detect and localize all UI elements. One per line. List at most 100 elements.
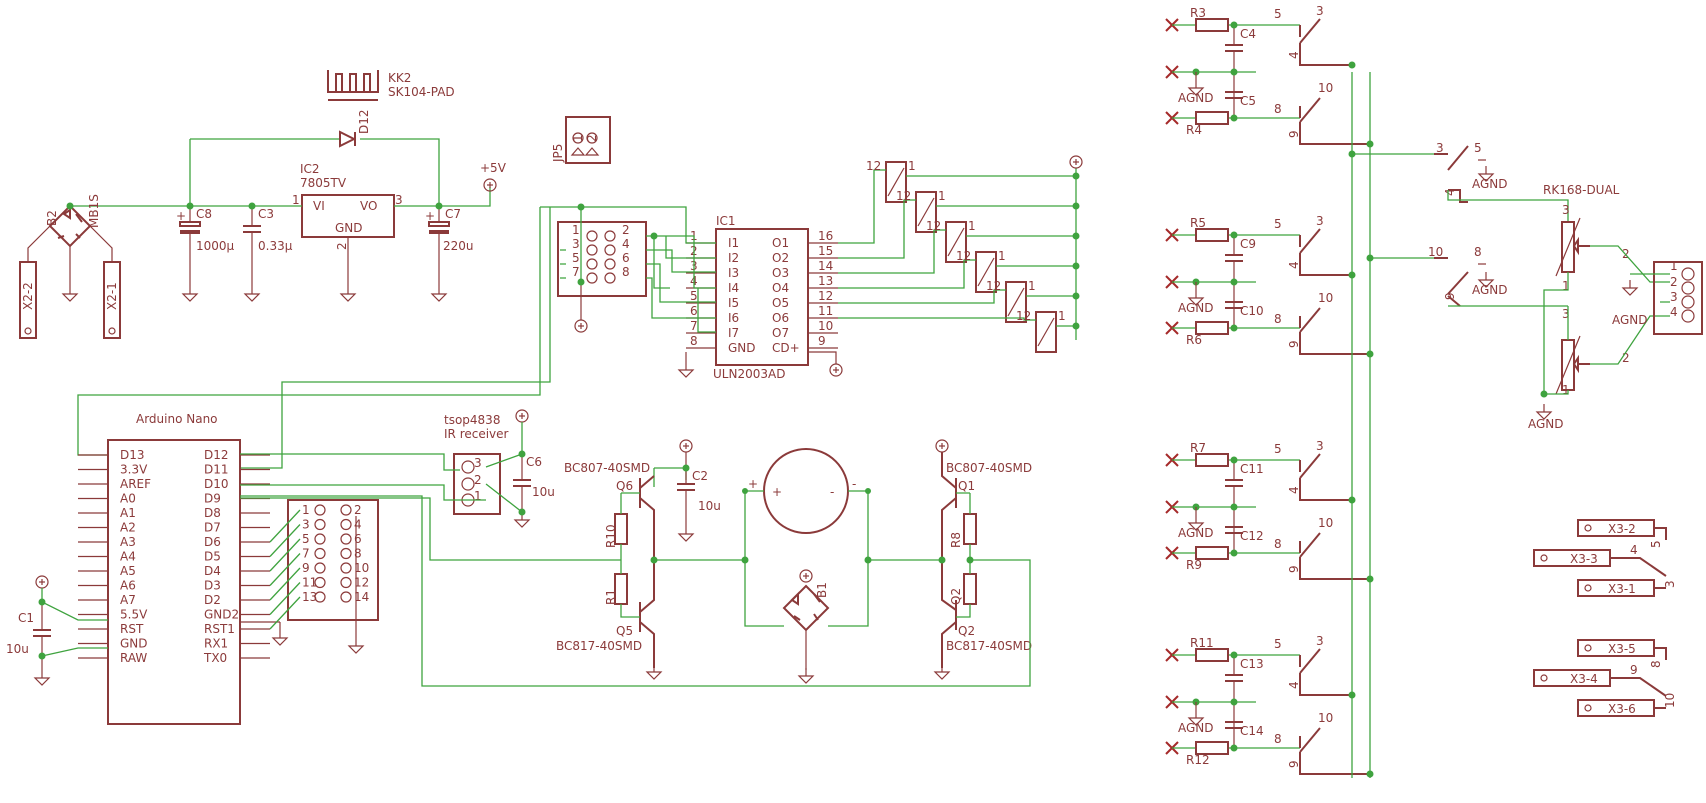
channel-wire xyxy=(1172,234,1300,329)
bridge-b2: B2 MB1S xyxy=(27,194,113,302)
junction xyxy=(1230,549,1238,557)
ic1-right-pin-name: O1 xyxy=(772,236,789,250)
resistor-top-label: R11 xyxy=(1190,636,1214,650)
channel-wire xyxy=(1172,654,1300,749)
resistor-bottom-label: R6 xyxy=(1186,333,1202,347)
header-pin xyxy=(586,230,598,242)
ic1-right-pin-num: 15 xyxy=(818,244,833,258)
junction xyxy=(1230,278,1238,286)
nano-left-pin: A0 xyxy=(120,492,136,506)
nano-right-pin: D3 xyxy=(204,579,221,593)
agnd-label: AGND xyxy=(1178,526,1214,540)
nano-right-pin: D5 xyxy=(204,550,221,564)
ic2-gnd-pin: GND xyxy=(335,221,363,235)
agnd-label: AGND xyxy=(1178,91,1214,105)
conn14-pin xyxy=(314,504,326,516)
conn14-wire xyxy=(269,567,301,601)
pot2-pin1: 1 xyxy=(1562,383,1570,397)
cap-top xyxy=(1224,254,1244,262)
hbridge-vcc-right-icon xyxy=(935,439,949,453)
x3-pin10: 10 xyxy=(1663,693,1677,708)
relay-pin12: 12 xyxy=(926,219,941,233)
c7-plus: + xyxy=(425,209,435,223)
conn14-odd-label: 9 xyxy=(302,561,310,575)
resistor-top xyxy=(1195,228,1229,242)
nano-left-pin: A1 xyxy=(120,506,136,520)
conn14-even-label: 6 xyxy=(354,532,362,546)
ic1-value: ULN2003AD xyxy=(713,367,785,381)
ic1-left-pin-name: I2 xyxy=(728,251,739,265)
sel-pin10: 10 xyxy=(1428,245,1443,259)
relay-pin12: 12 xyxy=(866,159,881,173)
ic1-right-pin-num: 10 xyxy=(818,319,833,333)
c2-value: 10u xyxy=(698,499,721,513)
relay-drive-wire xyxy=(838,169,886,244)
c8-label: C8 xyxy=(196,207,212,221)
ic1-right-pin-num: 13 xyxy=(818,274,833,288)
conn14-even-label: 4 xyxy=(354,518,362,532)
ic1-right-pin-name: CD+ xyxy=(772,341,800,355)
ic1-left-pin-num: 8 xyxy=(690,334,698,348)
terminal-x3-6: X3-6 xyxy=(1577,699,1655,717)
junction xyxy=(1230,651,1238,659)
relay-junction xyxy=(1072,262,1080,270)
nano-right-pin: D11 xyxy=(204,463,229,477)
b2-label: B2 xyxy=(45,210,59,226)
nano-left-pin: A4 xyxy=(120,550,136,564)
kk2-label: KK2 xyxy=(388,71,411,85)
conn14-even-label: 8 xyxy=(354,547,362,561)
jp5-label: JP5 xyxy=(551,144,565,163)
header-pin xyxy=(586,258,598,270)
sw-pin3: 3 xyxy=(1316,214,1324,228)
header-vcc-icon xyxy=(574,319,588,333)
nano-right-pin: D4 xyxy=(204,564,221,578)
tsop-pin2: 2 xyxy=(474,473,482,487)
motor-minus-label: - xyxy=(830,485,834,499)
conn14-wire xyxy=(269,553,301,586)
sw-pin8: 8 xyxy=(1274,732,1282,746)
ic2-vi-pin: VI xyxy=(313,199,325,213)
pot1-pin1: 1 xyxy=(1562,279,1570,293)
cap-bottom-label: C10 xyxy=(1240,304,1264,318)
ic1-left-pin-name: I1 xyxy=(728,236,739,250)
sw-pin3: 3 xyxy=(1316,4,1324,18)
hbridge-vcc-left-icon xyxy=(679,439,693,453)
ic1-left-pin-name: I7 xyxy=(728,326,739,340)
relay-drive-wire xyxy=(838,289,1006,304)
ic2-pin2: 2 xyxy=(335,242,349,250)
c1-label: C1 xyxy=(18,611,34,625)
relay-vcc-icon xyxy=(1069,155,1083,169)
header-pin-label: 8 xyxy=(622,265,630,279)
terminal-x3-1: X3-1 xyxy=(1577,579,1655,597)
q5-type: BC817-40SMD xyxy=(556,639,642,653)
pot-label: RK168-DUAL xyxy=(1543,183,1620,197)
sw-pin5: 5 xyxy=(1274,7,1282,21)
conn14-wire xyxy=(269,509,301,543)
junction xyxy=(1230,324,1238,332)
conn14-pin xyxy=(314,518,326,531)
ic1-left-pin-name: I4 xyxy=(728,281,739,295)
relay-coil-diag xyxy=(917,197,935,227)
tsop-label: tsop4838 xyxy=(444,413,500,427)
sw-pin9: 9 xyxy=(1287,760,1301,768)
nano-left-pin: RST xyxy=(120,622,144,636)
relay-junction xyxy=(1072,202,1080,210)
switch-b xyxy=(1299,727,1370,775)
nano-right-pin: D6 xyxy=(204,535,221,549)
channel-wire xyxy=(1172,459,1300,554)
r-lower-label: Q2 xyxy=(949,588,963,605)
relay-pin1: 1 xyxy=(1028,279,1036,293)
x3-pin4: 4 xyxy=(1630,543,1638,557)
junction xyxy=(1230,698,1238,706)
relay-coil xyxy=(975,251,997,293)
ic1-right-pin-name: O7 xyxy=(772,326,789,340)
header-ic1-wiring xyxy=(77,203,716,469)
ic1-right-pin-num: 9 xyxy=(818,334,826,348)
q2-label: Q2 xyxy=(958,624,975,638)
nano-left-pin: A6 xyxy=(120,579,136,593)
conn14-pin xyxy=(340,547,352,560)
cap-bottom-label: C5 xyxy=(1240,94,1256,108)
r10-label: R10 xyxy=(604,524,618,548)
ic1-left-pin-name: GND xyxy=(728,341,756,355)
sw-pin9: 9 xyxy=(1287,565,1301,573)
